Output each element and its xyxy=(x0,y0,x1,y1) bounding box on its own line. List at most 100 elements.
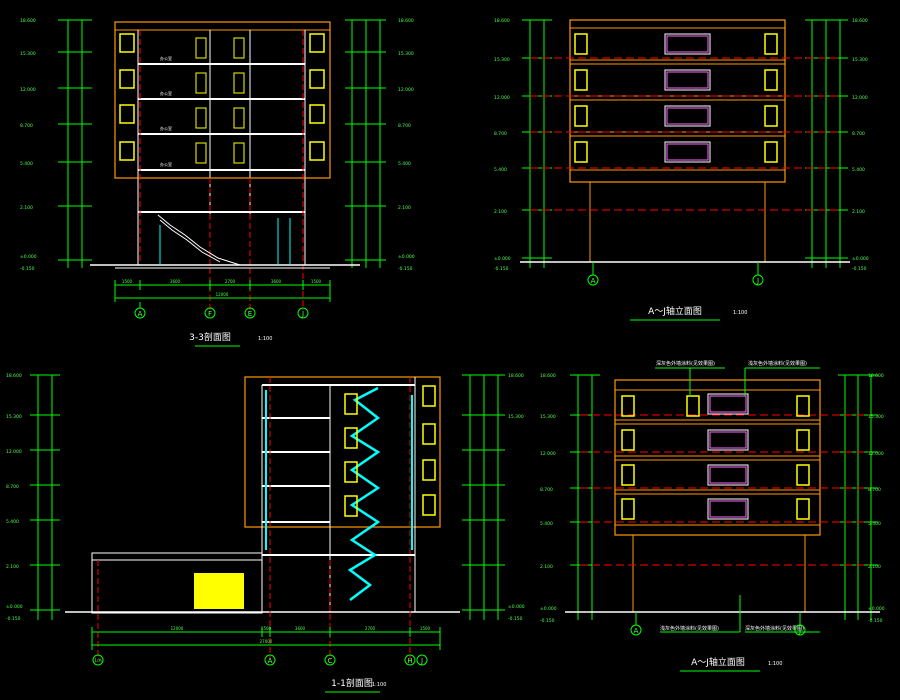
facade-windows xyxy=(574,33,778,163)
svg-text:2.100: 2.100 xyxy=(20,205,33,211)
grid-bubble xyxy=(297,307,309,319)
svg-text:±0.000: ±0.000 xyxy=(398,254,415,260)
room-labels: 办公室 办公室 办公室 办公室 xyxy=(160,55,172,167)
grid-bubble xyxy=(416,654,428,666)
svg-text:-0.150: -0.150 xyxy=(508,616,523,622)
svg-text:15.300: 15.300 xyxy=(508,414,524,420)
svg-text:办公室: 办公室 xyxy=(160,55,172,61)
svg-text:12000: 12000 xyxy=(171,626,184,631)
svg-text:15.300: 15.300 xyxy=(852,57,868,63)
svg-text:18.600: 18.600 xyxy=(852,18,868,24)
svg-text:5.400: 5.400 xyxy=(494,167,507,173)
svg-text:15.300: 15.300 xyxy=(20,51,36,57)
right-level-dimensions xyxy=(462,374,505,620)
svg-text:8.700: 8.700 xyxy=(868,487,881,493)
grid-label: A xyxy=(591,277,596,285)
svg-text:±0.000: ±0.000 xyxy=(494,256,511,262)
elevation-labels-left: 18.600 15.300 12.000 8.700 5.400 2.100 ±… xyxy=(540,373,557,624)
svg-text:18.600: 18.600 xyxy=(398,18,414,24)
material-notes: 深灰色外墙涂料(见效果图) 浅灰色外墙涂料(见效果图) 浅灰色外墙涂料(见效果图… xyxy=(655,360,820,633)
svg-text:12.000: 12.000 xyxy=(868,451,884,457)
grid-label: A xyxy=(268,657,273,665)
elevation-labels-right: 18.600 15.300 ±0.000 -0.150 xyxy=(508,373,525,622)
svg-text:2700: 2700 xyxy=(225,279,236,284)
section-1-1: 1/A A C H J 1-1剖面图 1:100 18.600 15.300 1… xyxy=(6,373,525,693)
grid-label: C xyxy=(328,657,333,665)
grid-label: J xyxy=(420,657,423,665)
svg-text:18.600: 18.600 xyxy=(540,373,556,379)
material-note: 浅灰色外墙涂料(见效果图) xyxy=(748,360,807,367)
svg-text:-0.150: -0.150 xyxy=(868,618,883,624)
svg-text:18.600: 18.600 xyxy=(20,18,36,24)
svg-text:±0.000: ±0.000 xyxy=(20,254,37,260)
section-title: 3-3剖面图 xyxy=(189,331,231,343)
svg-text:2.100: 2.100 xyxy=(852,209,865,215)
elevation-labels-right: 18.600 15.300 12.000 8.700 5.400 2.100 ±… xyxy=(398,18,415,272)
section-title: 1-1剖面图 xyxy=(331,677,373,689)
svg-text:15.300: 15.300 xyxy=(494,57,510,63)
grid-bubble xyxy=(134,307,146,319)
building-body xyxy=(90,21,360,310)
svg-text:12.000: 12.000 xyxy=(398,87,414,93)
svg-text:2.100: 2.100 xyxy=(6,564,19,570)
elevation-labels-right: 18.600 15.300 12.000 8.700 5.400 2.100 ±… xyxy=(868,373,885,624)
svg-text:2.100: 2.100 xyxy=(868,564,881,570)
scale-label: 1:100 xyxy=(733,310,747,316)
svg-text:12.000: 12.000 xyxy=(20,87,36,93)
svg-text:±0.000: ±0.000 xyxy=(6,604,23,610)
svg-text:1500: 1500 xyxy=(420,626,431,631)
svg-text:2.100: 2.100 xyxy=(398,205,411,211)
section-windows xyxy=(119,33,325,164)
grid-bubble xyxy=(324,654,336,666)
grid-bubble xyxy=(587,274,599,286)
svg-text:±0.000: ±0.000 xyxy=(508,604,525,610)
elevation-labels-right: 18.600 15.300 12.000 8.700 5.400 2.100 ±… xyxy=(852,18,869,272)
svg-text:8.700: 8.700 xyxy=(20,123,33,129)
building-body xyxy=(65,376,460,660)
grid-axes: A J xyxy=(587,262,764,286)
grid-bubble xyxy=(204,307,216,319)
svg-text:办公室: 办公室 xyxy=(160,90,172,96)
material-note: 深灰色外墙涂料(见效果图) xyxy=(656,360,715,367)
dim-values: 12000 1500 3600 2700 1500 27000 xyxy=(171,626,431,644)
svg-text:2.100: 2.100 xyxy=(494,209,507,215)
facade-windows xyxy=(621,393,810,520)
svg-text:5.400: 5.400 xyxy=(852,167,865,173)
grid-bubble xyxy=(264,654,276,666)
grid-label: J xyxy=(301,310,304,318)
svg-text:5.400: 5.400 xyxy=(398,161,411,167)
svg-text:18.600: 18.600 xyxy=(6,373,22,379)
grid-bubble xyxy=(752,274,764,286)
section-3-3: A F E J 3-3剖面图 1:100 18.600 15.300 12.00… xyxy=(20,18,415,347)
svg-text:-0.150: -0.150 xyxy=(398,266,413,272)
svg-text:±0.000: ±0.000 xyxy=(540,606,557,612)
svg-text:8.700: 8.700 xyxy=(494,131,507,137)
svg-text:2.100: 2.100 xyxy=(540,564,553,570)
svg-text:-0.150: -0.150 xyxy=(20,266,35,272)
svg-text:3600: 3600 xyxy=(295,626,306,631)
scale-label: 1:100 xyxy=(372,682,386,688)
grid-bubble xyxy=(92,654,104,666)
grid-bubble xyxy=(244,307,256,319)
svg-text:8.700: 8.700 xyxy=(852,131,865,137)
facade xyxy=(565,379,880,613)
grid-label: E xyxy=(248,310,252,318)
svg-text:15.300: 15.300 xyxy=(868,414,884,420)
left-level-dimensions xyxy=(30,374,60,620)
svg-text:8.700: 8.700 xyxy=(6,484,19,490)
svg-text:1500: 1500 xyxy=(311,279,322,284)
grid-bubble xyxy=(794,624,806,636)
svg-text:-0.150: -0.150 xyxy=(6,616,21,622)
elevation-a-j-bottom: 深灰色外墙涂料(见效果图) 浅灰色外墙涂料(见效果图) 浅灰色外墙涂料(见效果图… xyxy=(540,360,885,672)
elevation-title: A～J轴立面图 xyxy=(648,305,702,317)
svg-text:8.700: 8.700 xyxy=(540,487,553,493)
svg-text:-0.150: -0.150 xyxy=(494,266,509,272)
svg-text:12.000: 12.000 xyxy=(494,95,510,101)
svg-text:8.700: 8.700 xyxy=(398,123,411,129)
svg-text:办公室: 办公室 xyxy=(160,125,172,131)
svg-text:1500: 1500 xyxy=(122,279,133,284)
grid-bubble xyxy=(404,654,416,666)
svg-text:5.400: 5.400 xyxy=(6,519,19,525)
